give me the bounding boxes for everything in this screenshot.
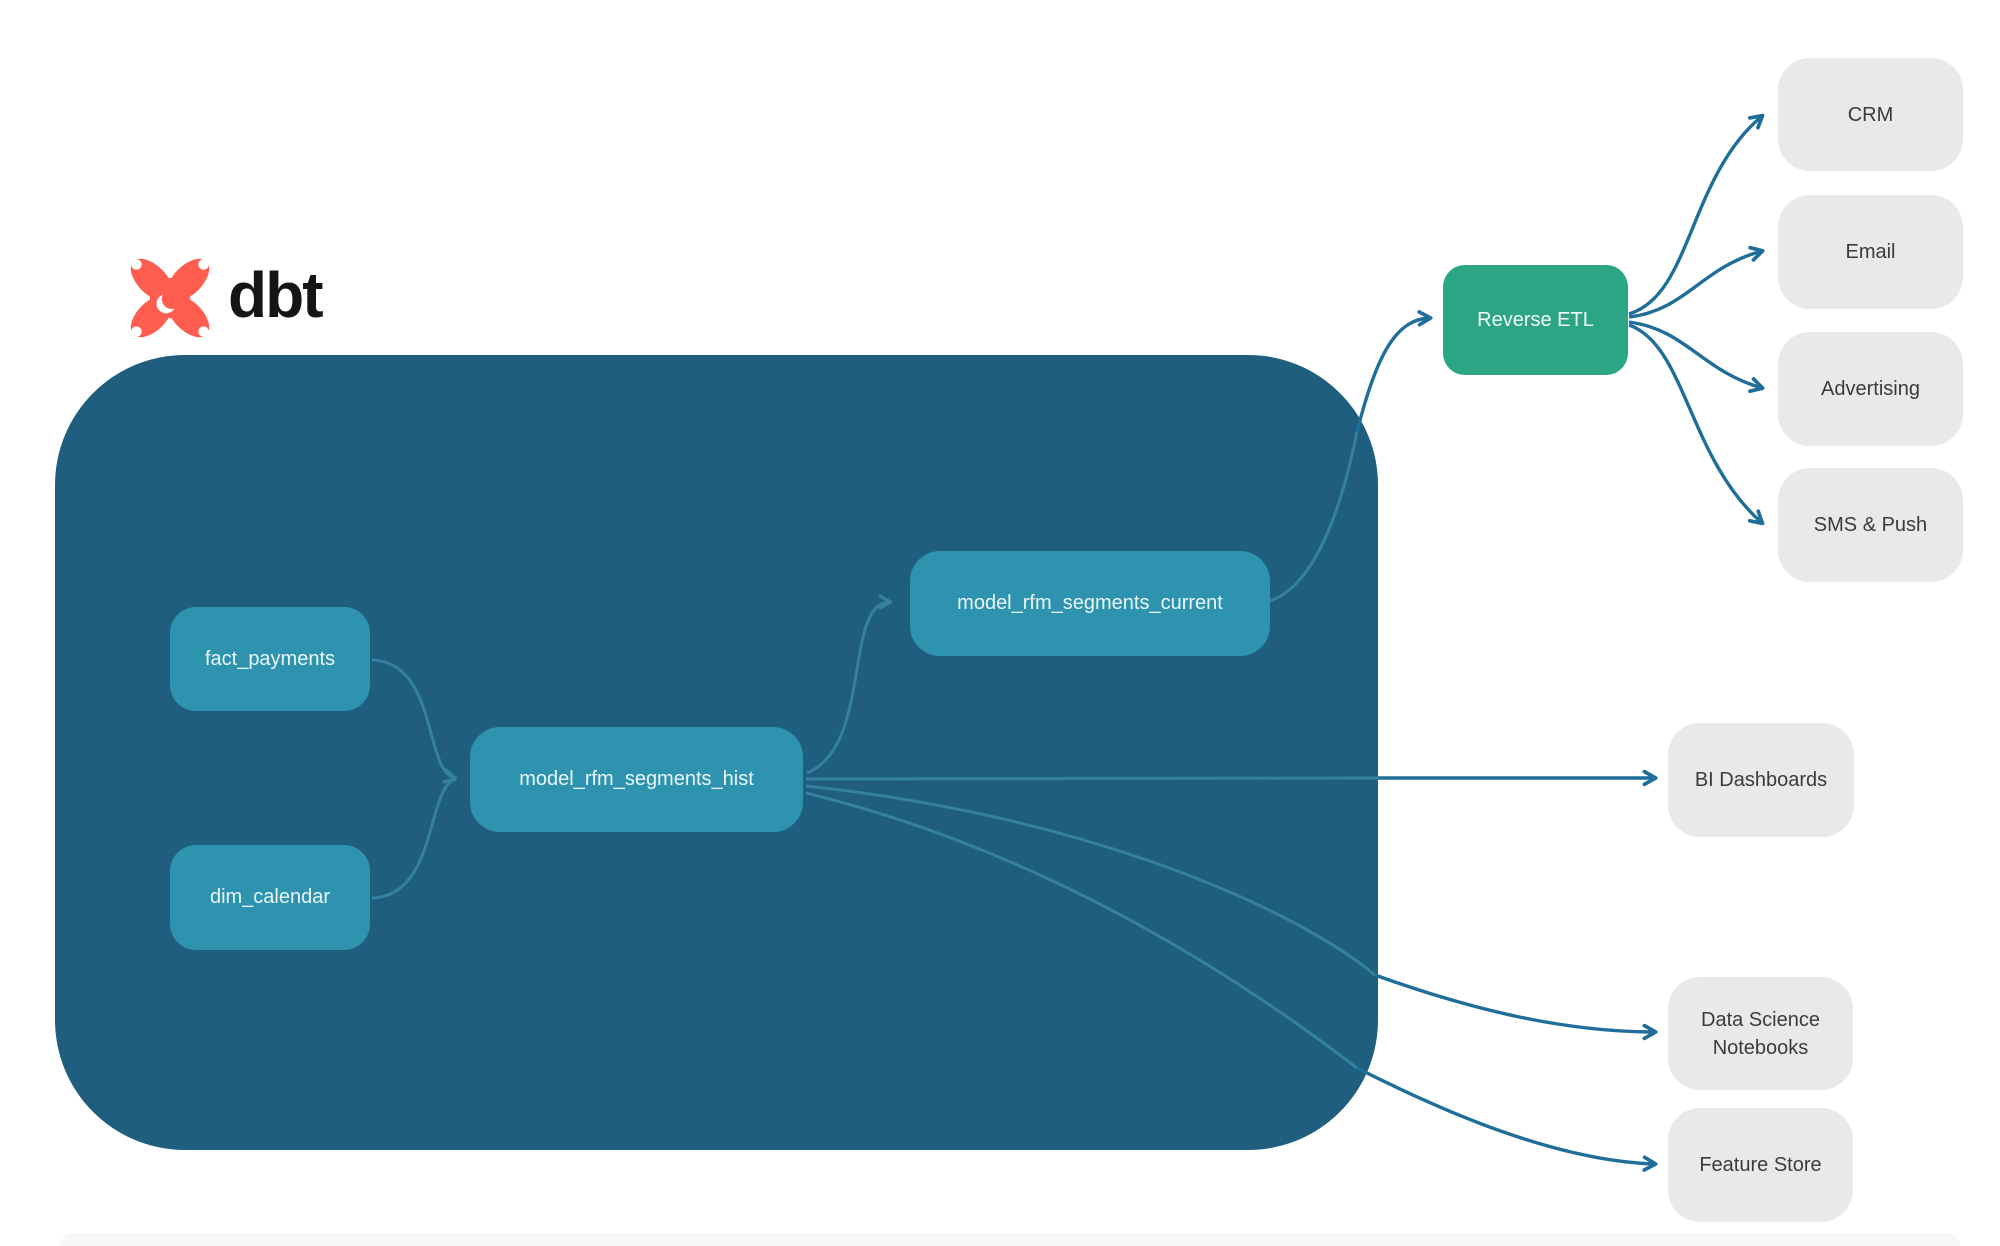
node-fact-payments: fact_payments — [170, 607, 370, 711]
node-email: Email — [1778, 195, 1963, 309]
edge-reverse-etl-to-sms-push — [1628, 323, 1765, 526]
node-data-science-notebooks: Data Science Notebooks — [1668, 977, 1853, 1090]
node-label: Reverse ETL — [1477, 308, 1594, 331]
node-label: Advertising — [1821, 378, 1920, 400]
node-label: SMS & Push — [1813, 514, 1928, 536]
node-feature-store: Feature Store — [1668, 1108, 1853, 1222]
node-sms-push: SMS & Push — [1778, 468, 1963, 582]
node-reverse-etl: Reverse ETL — [1443, 265, 1628, 375]
node-label: dim_calendar — [209, 886, 331, 908]
bottom-panel-edge — [60, 1233, 1960, 1246]
dbt-logo-text: dbt — [228, 259, 323, 331]
dbt-star-icon — [130, 258, 210, 338]
node-label: Feature Store — [1699, 1154, 1822, 1176]
node-label: model_rfm_segments_current — [957, 592, 1223, 614]
dbt-logo: dbt — [122, 250, 323, 346]
edge-reverse-etl-to-email — [1628, 245, 1765, 319]
node-model-rfm-segments-current: model_rfm_segments_current — [910, 551, 1270, 656]
edge-current-to-reverse-etl — [1355, 310, 1433, 433]
node-label: Email — [1845, 241, 1896, 263]
node-label: BI Dashboards — [1694, 769, 1828, 791]
edge-reverse-etl-to-advertising — [1628, 320, 1765, 393]
edge-reverse-etl-to-crm — [1628, 113, 1765, 316]
node-model-rfm-segments-hist: model_rfm_segments_hist — [470, 727, 803, 832]
node-crm: CRM — [1778, 58, 1963, 171]
node-label: CRM — [1847, 103, 1894, 126]
node-advertising: Advertising — [1778, 332, 1963, 446]
edge-boundary-to-feature-store — [1356, 1066, 1658, 1172]
node-label: Data Science Notebooks — [1701, 1008, 1820, 1059]
node-label: fact_payments — [204, 647, 336, 670]
edge-boundary-to-ds-notebooks — [1374, 973, 1658, 1041]
node-bi-dashboards: BI Dashboards — [1668, 723, 1854, 837]
node-label: model_rfm_segments_hist — [519, 768, 754, 790]
node-dim-calendar: dim_calendar — [170, 845, 370, 950]
